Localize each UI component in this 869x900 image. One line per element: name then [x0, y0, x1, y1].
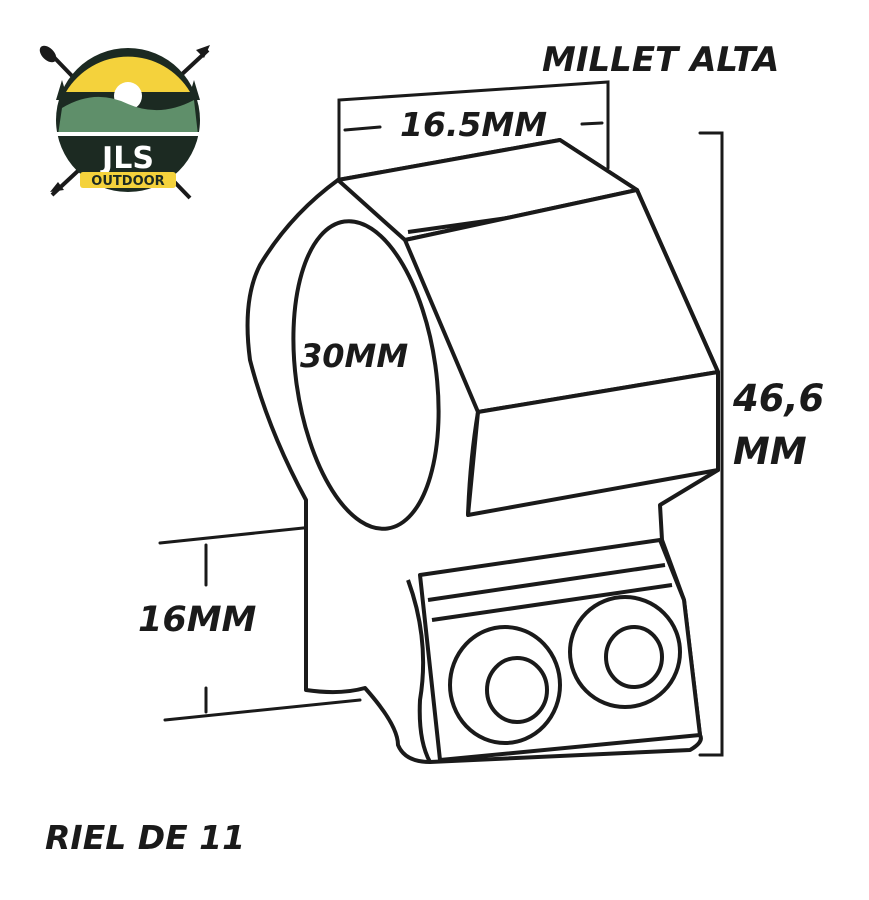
- logo-tagline-text: OUTDOOR: [91, 174, 164, 189]
- clamp-screw-right: [568, 595, 682, 709]
- width-tick-right: [580, 121, 604, 126]
- total-height-label-unit: MM: [733, 430, 807, 473]
- product-title: MILLET ALTA: [542, 40, 780, 80]
- scope-ring-mount: [245, 138, 720, 764]
- center-bottom-line: [163, 698, 362, 722]
- total-height-label-value: 46,6: [733, 377, 825, 420]
- width-dimension-bracket: [337, 80, 610, 180]
- width-label: 16.5MM: [400, 105, 548, 144]
- jls-outdoor-logo: JLS OUTDOOR: [39, 45, 210, 200]
- height-dimension-bracket: [698, 131, 724, 757]
- logo-brand-text: JLS: [100, 141, 154, 176]
- tube-diameter-label: 30MM: [300, 337, 409, 375]
- width-tick-left: [343, 125, 382, 132]
- rail-size-label: RIEL DE 11: [45, 818, 246, 857]
- tube-bore: [291, 219, 441, 531]
- center-height-label: 16MM: [138, 600, 257, 640]
- clamp-screw-left: [448, 625, 562, 745]
